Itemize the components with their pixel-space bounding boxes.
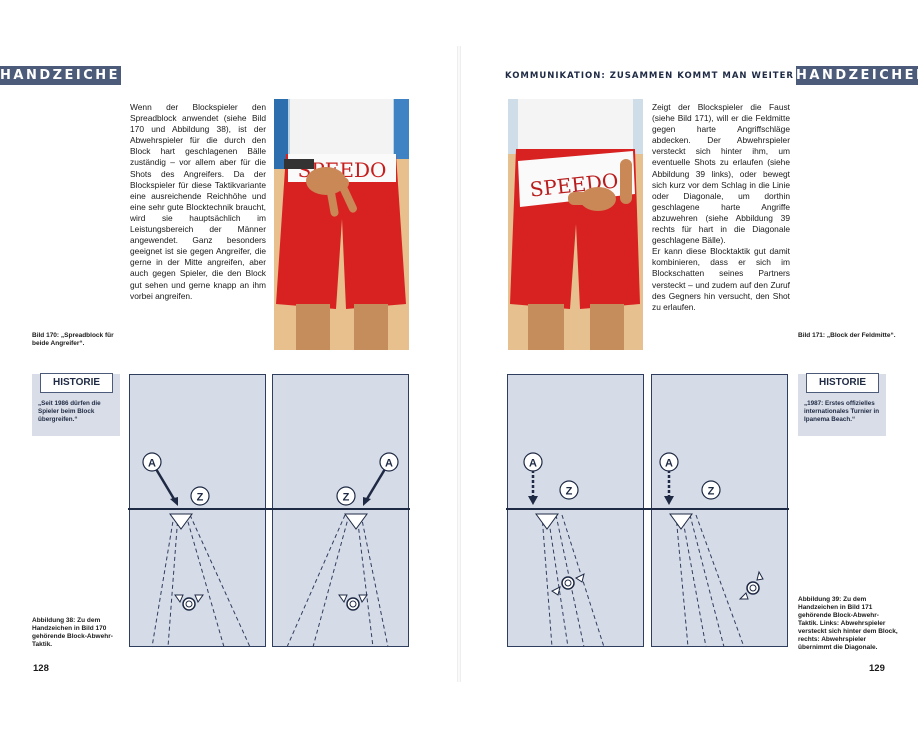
attacker-label: A	[529, 458, 537, 470]
attacker-label: A	[148, 458, 156, 470]
page-number-right: 129	[869, 663, 885, 674]
body-paragraph: Zeigt der Blockspieler die Faust (siehe …	[652, 102, 790, 246]
court-diagram-39-left: A Z	[507, 374, 644, 648]
body-paragraph: Wenn der Blockspieler den Spreadblock an…	[130, 102, 266, 301]
net-line-left	[128, 508, 410, 510]
zuspieler-label: Z	[197, 492, 204, 504]
historie-title: HISTORIE	[40, 373, 113, 393]
attacker-label: A	[665, 458, 673, 470]
net-line-right	[506, 508, 789, 510]
court-diagram-38-left: A Z	[129, 374, 266, 648]
section-tag-right: HANDZEICHEN	[796, 66, 918, 85]
court-diagram-39-right: A Z	[651, 374, 788, 648]
body-paragraph: Er kann diese Blocktaktik gut damit komb…	[652, 246, 790, 312]
zuspieler-label: Z	[708, 486, 715, 498]
zuspieler-label: Z	[566, 486, 573, 498]
photo-171: SPEEDO	[508, 99, 643, 350]
court-diagram-38-right: A Z	[272, 374, 409, 648]
historie-title: HISTORIE	[806, 373, 879, 393]
caption-figure-38: Abbildung 38: Zu dem Handzeichen in Bild…	[32, 617, 113, 648]
caption-figure-39: Abbildung 39: Zu dem Handzeichen in Bild…	[798, 596, 898, 651]
historie-text: „1987: Erstes offizielles internationale…	[804, 400, 880, 423]
body-text-left: Wenn der Blockspieler den Spreadblock an…	[130, 102, 266, 302]
zuspieler-label: Z	[343, 492, 350, 504]
section-tag-left: HANDZEICHEN	[0, 66, 134, 85]
attacker-label: A	[385, 458, 393, 470]
photo-170: SPEEDO	[274, 99, 409, 350]
page-number-left: 128	[33, 663, 49, 674]
running-head: KOMMUNIKATION: ZUSAMMEN KOMMT MAN WEITER	[505, 71, 794, 81]
body-text-right: Zeigt der Blockspieler die Faust (siehe …	[652, 102, 790, 313]
historie-box-left: HISTORIE „Seit 1986 dürfen die Spieler b…	[32, 373, 120, 436]
book-gutter	[457, 46, 461, 682]
caption-photo-171: Bild 171: „Block der Feldmitte“.	[798, 332, 896, 339]
historie-box-right: HISTORIE „1987: Erstes offizielles inter…	[798, 373, 886, 436]
historie-text: „Seit 1986 dürfen die Spieler beim Block…	[38, 400, 101, 423]
caption-photo-170: Bild 170: „Spreadblock für beide Angreif…	[32, 332, 114, 347]
